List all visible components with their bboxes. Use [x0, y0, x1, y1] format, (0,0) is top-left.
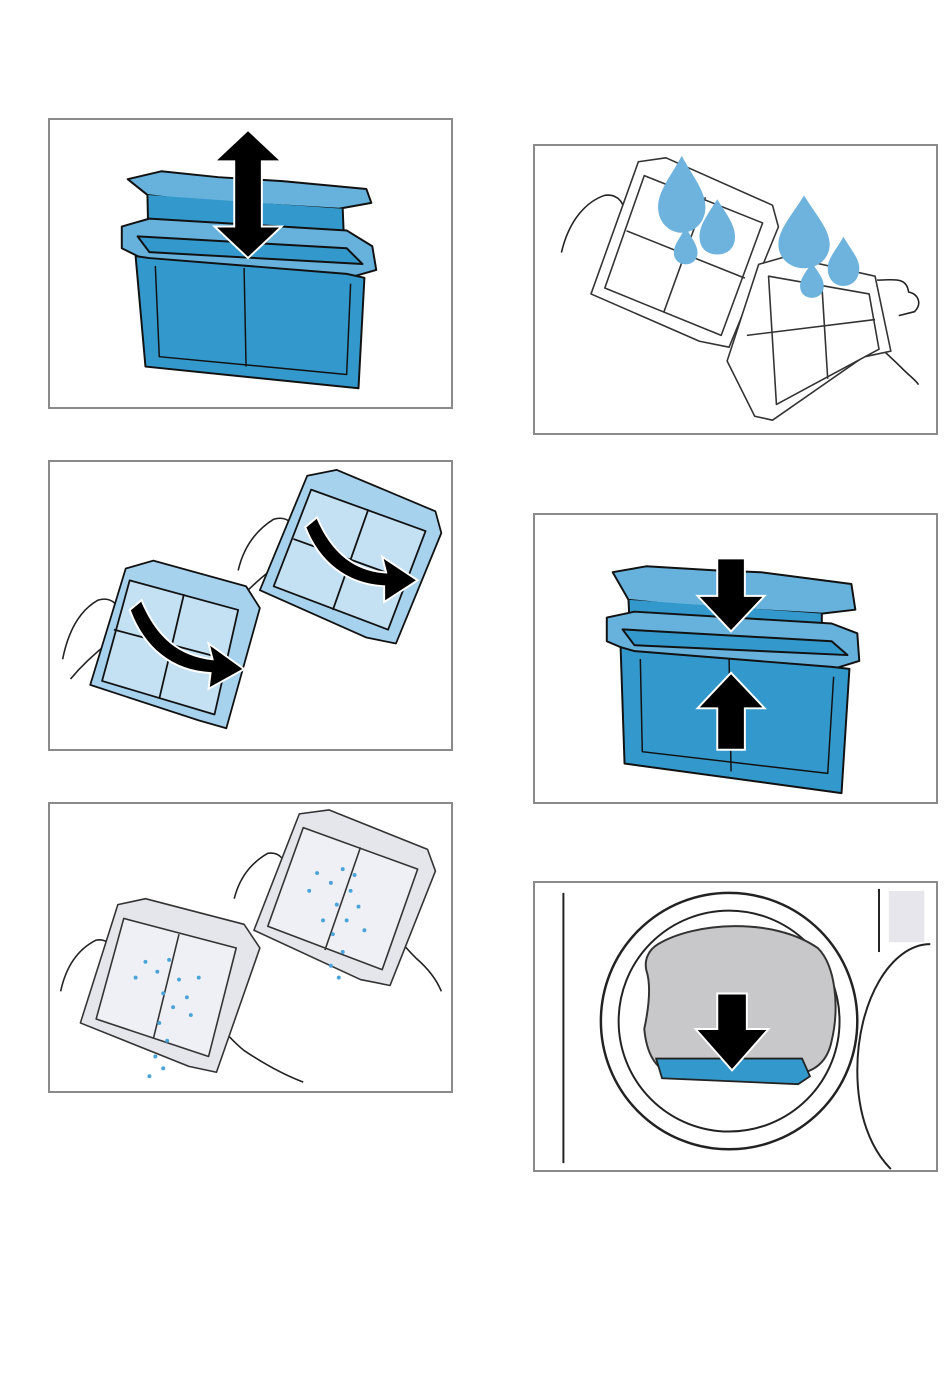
- water-drop-icon: [828, 237, 860, 286]
- open-fluff-filter-panel: [48, 460, 453, 751]
- filter-open-illustration: [50, 462, 451, 749]
- remove-fluff-filter-panel: [48, 118, 453, 409]
- insert-fluff-filter-panel: [533, 881, 938, 1172]
- rinse-fluff-filter-panel: [533, 144, 938, 435]
- assemble-fluff-filter-panel: [533, 513, 938, 804]
- fluff-remove-illustration: [50, 804, 451, 1091]
- remove-fluff-panel: [48, 802, 453, 1093]
- water-drop-icon: [778, 195, 829, 268]
- filter-assemble-illustration: [535, 515, 936, 802]
- filter-separate-illustration: [50, 120, 451, 407]
- filter-rinse-illustration: [535, 146, 936, 433]
- door-insert-illustration: [535, 883, 936, 1170]
